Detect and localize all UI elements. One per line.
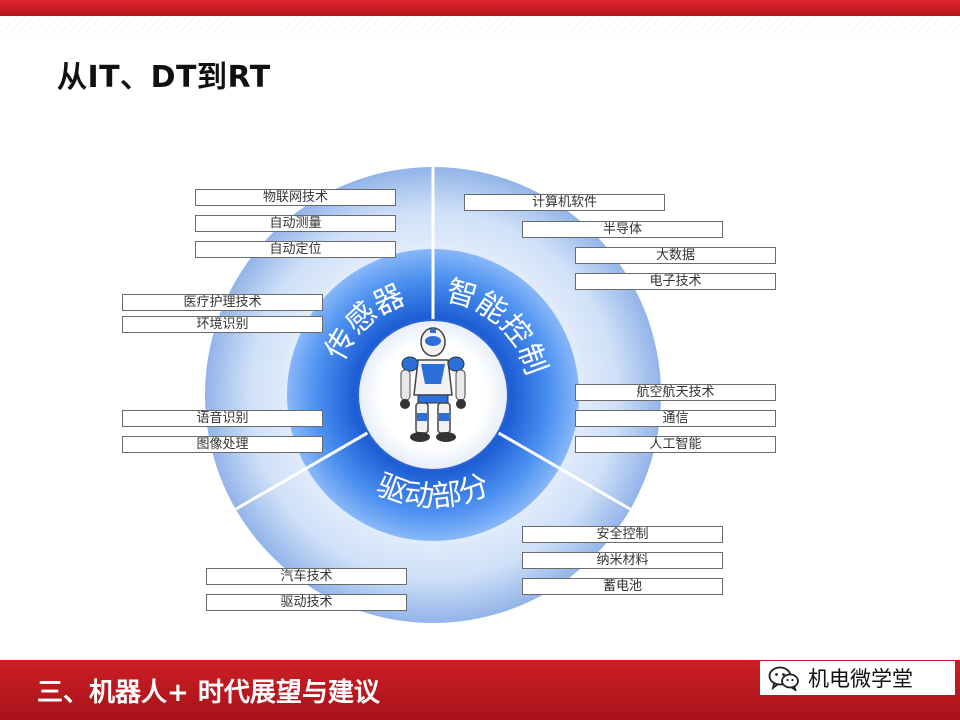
top-decoration (0, 16, 960, 36)
brand-badge: 机电微学堂 (760, 661, 955, 695)
label-artificial-intelligence: 人工智能 (575, 436, 776, 453)
label-battery: 蓄电池 (522, 578, 723, 595)
label-big-data: 大数据 (575, 247, 776, 264)
label-iot-tech: 物联网技术 (195, 189, 396, 206)
label-safety-control: 安全控制 (522, 526, 723, 543)
label-electronic-tech: 电子技术 (575, 273, 776, 290)
wechat-icon (768, 666, 799, 691)
top-accent-bar (0, 0, 960, 16)
label-auto-position: 自动定位 (195, 241, 396, 258)
label-medical-care: 医疗护理技术 (122, 294, 323, 311)
label-aerospace-tech: 航空航天技术 (575, 384, 776, 401)
label-image-processing: 图像处理 (122, 436, 323, 453)
label-auto-measure: 自动测量 (195, 215, 396, 232)
label-automotive-tech: 汽车技术 (206, 568, 407, 585)
label-environment-recognition: 环境识别 (122, 316, 323, 333)
brand-name: 机电微学堂 (808, 667, 913, 691)
label-semiconductor: 半导体 (522, 221, 723, 238)
label-drive-tech: 驱动技术 (206, 594, 407, 611)
label-communication: 通信 (575, 410, 776, 427)
robot-icon (400, 327, 466, 442)
label-nano-materials: 纳米材料 (522, 552, 723, 569)
label-computer-software: 计算机软件 (464, 194, 665, 211)
label-speech-recognition: 语音识别 (122, 410, 323, 427)
slide-title: 从IT、DT到RT (57, 60, 271, 95)
section-footer-text: 三、机器人+ 时代展望与建议 (37, 678, 380, 708)
